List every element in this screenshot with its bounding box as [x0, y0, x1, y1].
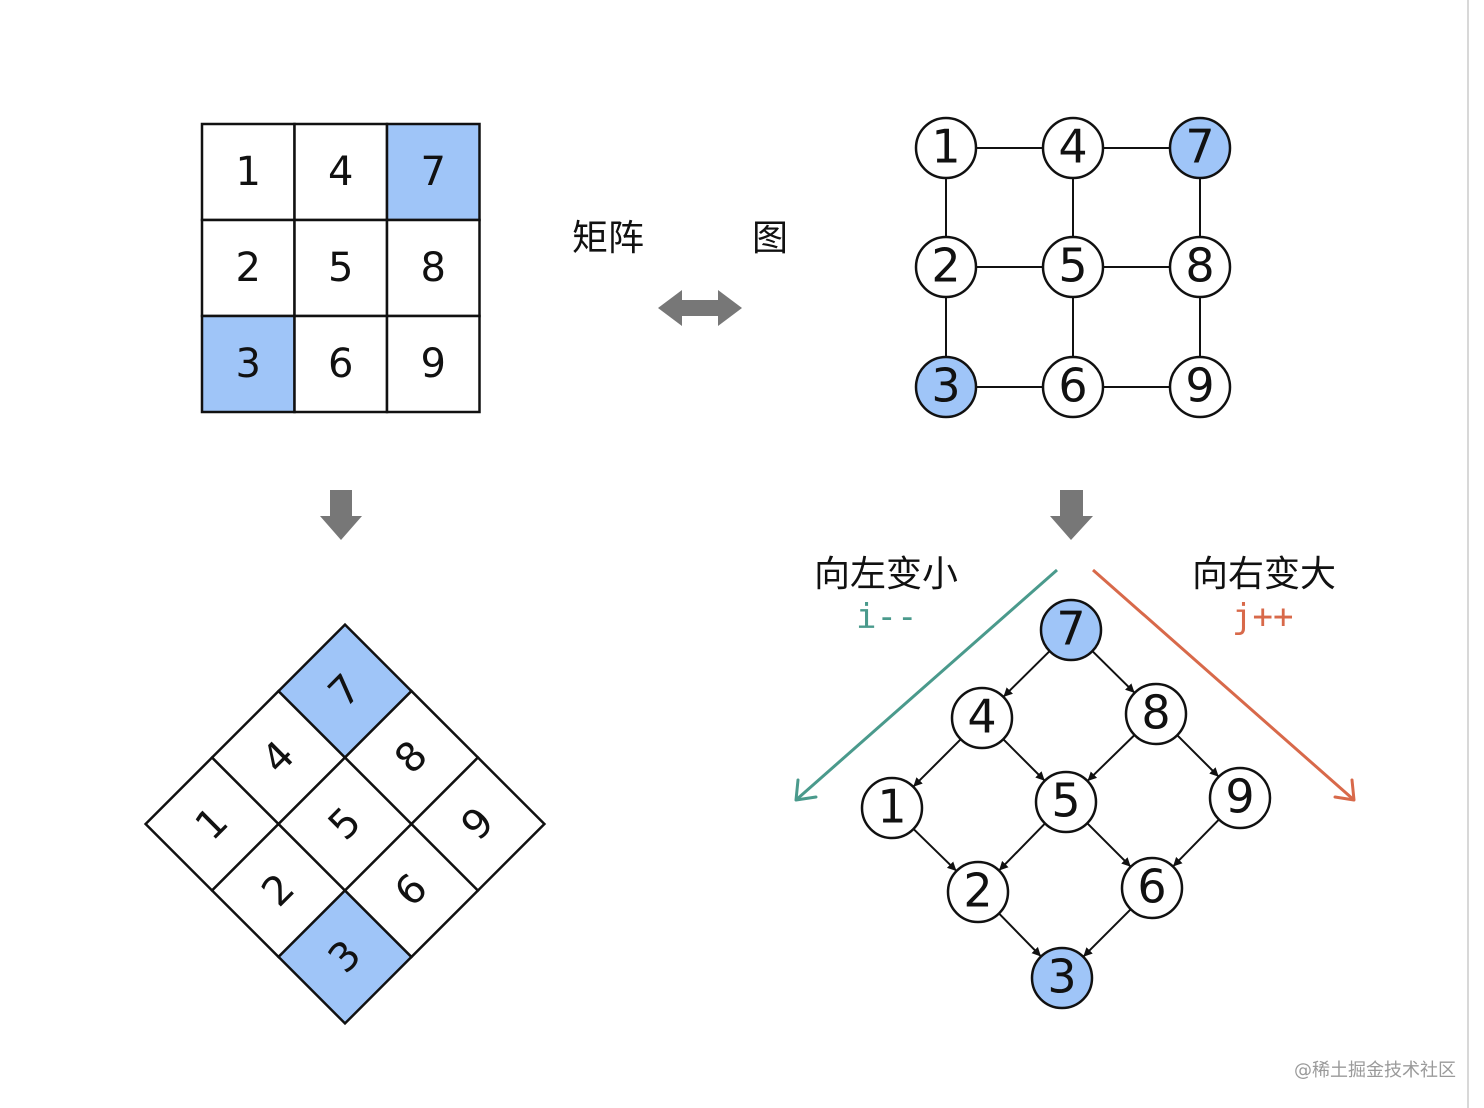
- right-direction-arrow: [1092, 568, 1356, 802]
- matrix-cell-value: 6: [328, 341, 353, 387]
- grid-node-label: 1: [931, 120, 960, 174]
- tree-node-label: 5: [1051, 774, 1080, 828]
- matrix-cell-value: 4: [328, 149, 353, 195]
- tree-node-label: 2: [963, 864, 992, 918]
- matrix-label: 矩阵: [572, 218, 644, 259]
- tree-graph-edges: [912, 650, 1220, 957]
- right-direction-code: j++: [1232, 597, 1293, 637]
- grid-node: 3: [914, 355, 978, 419]
- matrix-cell: 5: [293, 218, 389, 318]
- tree-node-label: 4: [967, 690, 996, 744]
- grid-node: 7: [1168, 116, 1232, 180]
- left-direction-code: i--: [856, 597, 917, 637]
- tree-edge-arrow: [1083, 908, 1132, 957]
- grid-node-label: 8: [1185, 239, 1214, 293]
- grid-node: 8: [1168, 235, 1232, 299]
- down-arrow-icon: [320, 490, 362, 540]
- matrix-cell-value: 5: [328, 245, 353, 291]
- tree-edge-arrow: [1086, 822, 1131, 867]
- grid-node: 6: [1041, 355, 1105, 419]
- grid-node: 2: [914, 235, 978, 299]
- tree-node: 5: [1034, 770, 1098, 834]
- tree-edge-arrow: [998, 912, 1042, 957]
- tree-edge-arrow: [1087, 734, 1136, 782]
- tree-node-label: 9: [1225, 770, 1254, 824]
- matrix-cell-value: 9: [421, 341, 446, 387]
- right-direction-label: 向右变大: [1192, 554, 1336, 595]
- left-direction-label: 向左变小: [814, 554, 958, 595]
- tree-node: 4: [950, 686, 1014, 750]
- matrix-cell-value: 7: [421, 149, 446, 195]
- grid-node-label: 6: [1058, 359, 1087, 413]
- tree-edge-arrow: [1176, 734, 1219, 777]
- tree-node: 8: [1124, 682, 1188, 746]
- matrix-cell-value: 2: [236, 245, 261, 291]
- tree-graph: 7 4 8 1 5 9 2 6 3: [860, 598, 1272, 1010]
- grid-graph-edges: [945, 147, 1201, 388]
- graph-label: 图: [752, 218, 788, 259]
- tree-edge-arrow: [1002, 738, 1045, 781]
- tree-node-label: 1: [877, 780, 906, 834]
- grid-node-label: 4: [1058, 120, 1087, 174]
- matrix-cell: 9: [385, 314, 481, 414]
- grid-node: 4: [1041, 116, 1105, 180]
- matrix-grid: 1 4 7 2 5 8 3 6 9: [200, 122, 481, 414]
- tree-node: 2: [946, 860, 1010, 924]
- matrix-cell: 1: [200, 122, 296, 222]
- tree-edge-arrow: [998, 822, 1046, 871]
- grid-node: 5: [1041, 235, 1105, 299]
- tree-node: 3: [1030, 946, 1094, 1010]
- tree-node-label: 3: [1047, 950, 1076, 1004]
- tree-node-label: 6: [1137, 860, 1166, 914]
- down-arrow-icon: [1050, 490, 1093, 540]
- rotated-matrix-cell: 9: [409, 755, 547, 893]
- matrix-cell-value: 8: [421, 245, 446, 291]
- tree-node-label: 8: [1141, 686, 1170, 740]
- grid-node: 1: [914, 116, 978, 180]
- grid-graph: 1 4 7 2 5 8 3 6 9: [914, 116, 1232, 419]
- matrix-cell-value: 1: [236, 149, 261, 195]
- tree-edge-arrow: [912, 828, 957, 872]
- matrix-cell: 3: [200, 314, 296, 414]
- left-direction-arrow: [794, 568, 1058, 802]
- tree-edge-arrow: [1091, 650, 1135, 693]
- matrix-cell: 2: [200, 218, 296, 318]
- matrix-cell: 7: [385, 122, 481, 222]
- tree-edge-arrow: [1003, 650, 1051, 697]
- grid-node-label: 5: [1058, 239, 1087, 293]
- grid-node-label: 3: [931, 359, 960, 413]
- matrix-cell: 4: [293, 122, 389, 222]
- tree-node: 7: [1039, 598, 1103, 662]
- tree-node: 9: [1208, 766, 1272, 830]
- grid-node-label: 7: [1185, 120, 1214, 174]
- tree-edge-arrow: [913, 738, 962, 787]
- grid-node-label: 9: [1185, 359, 1214, 413]
- tree-edge-arrow: [1172, 818, 1220, 867]
- tree-node-label: 7: [1056, 602, 1085, 656]
- matrix-cell: 6: [293, 314, 389, 414]
- matrix-cell-value: 3: [236, 341, 261, 387]
- double-arrow-icon: [658, 290, 742, 326]
- watermark: @稀土掘金技术社区: [1294, 1060, 1456, 1081]
- tree-node: 1: [860, 776, 924, 840]
- grid-node: 9: [1168, 355, 1232, 419]
- tree-node: 6: [1120, 856, 1184, 920]
- grid-node-label: 2: [931, 239, 960, 293]
- matrix-cell: 8: [385, 218, 481, 318]
